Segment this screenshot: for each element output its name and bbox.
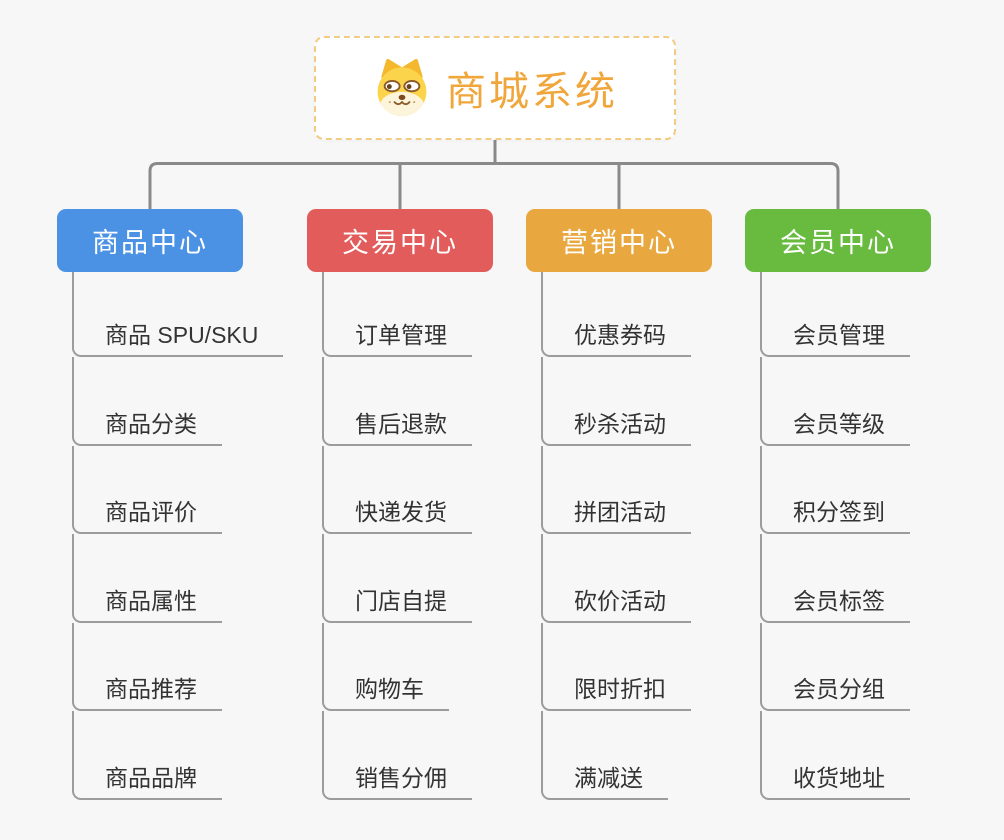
tree-item-label: 商品属性 [105, 587, 197, 614]
tree-item[interactable]: 会员等级 [760, 357, 910, 446]
branch-label: 商品中心 [92, 228, 208, 258]
tree-item[interactable]: 购物车 [322, 622, 449, 712]
tree-item-label: 购物车 [355, 676, 424, 703]
branch-member-center: 会员中心 会员管理 会员等级 积分签到 会员标签 会员分组 收货地址 [745, 209, 975, 800]
branch-product-center: 商品中心 商品 SPU/SKU 商品分类 商品评价 商品属性 商品推荐 商品品牌 [57, 209, 287, 800]
tree-item[interactable]: 商品推荐 [72, 622, 222, 712]
tree-item[interactable]: 商品 SPU/SKU [72, 272, 284, 357]
tree-item[interactable]: 会员分组 [760, 622, 910, 712]
branch-box-product[interactable]: 商品中心 [57, 209, 243, 272]
branch-item-list: 订单管理 售后退款 快递发货 门店自提 购物车 销售分佣 [322, 272, 537, 800]
tree-item[interactable]: 订单管理 [322, 272, 472, 357]
tree-item-label: 商品分类 [105, 410, 197, 437]
tree-item-label: 订单管理 [355, 322, 447, 348]
tree-item[interactable]: 会员标签 [760, 534, 910, 623]
tree-item[interactable]: 限时折扣 [541, 622, 691, 712]
branch-item-list: 优惠券码 秒杀活动 拼团活动 砍价活动 限时折扣 满减送 [541, 272, 756, 800]
tree-item-label: 砍价活动 [574, 587, 666, 614]
tree-item-label: 限时折扣 [574, 676, 666, 703]
tree-item[interactable]: 秒杀活动 [541, 357, 691, 446]
tree-item[interactable]: 门店自提 [322, 534, 472, 623]
tree-item[interactable]: 商品分类 [72, 357, 222, 446]
tree-item-label: 销售分佣 [355, 764, 447, 791]
tree-item[interactable]: 商品评价 [72, 445, 222, 535]
tree-item-label: 商品品牌 [105, 764, 197, 791]
branch-rail-line [148, 162, 840, 209]
root-node[interactable]: 商城系统 [314, 36, 676, 140]
tree-item[interactable]: 商品属性 [72, 534, 222, 623]
branch-item-list: 商品 SPU/SKU 商品分类 商品评价 商品属性 商品推荐 商品品牌 [72, 272, 287, 800]
tree-item[interactable]: 积分签到 [760, 445, 910, 535]
tree-item-label: 门店自提 [355, 587, 447, 614]
tree-item[interactable]: 商品品牌 [72, 711, 222, 800]
tree-item[interactable]: 砍价活动 [541, 534, 691, 623]
branch-label: 会员中心 [780, 228, 896, 258]
tree-item-label: 商品评价 [105, 499, 197, 526]
branch-label: 营销中心 [561, 228, 677, 258]
tree-item[interactable]: 销售分佣 [322, 711, 472, 800]
tree-item[interactable]: 优惠券码 [541, 272, 691, 357]
branch-label: 交易中心 [342, 228, 458, 258]
tree-item-label: 满减送 [574, 764, 643, 791]
tree-item[interactable]: 快递发货 [322, 445, 472, 535]
tree-item-label: 会员管理 [793, 322, 885, 348]
tree-item-label: 商品推荐 [105, 676, 197, 703]
tree-item[interactable]: 售后退款 [322, 357, 472, 446]
tree-item[interactable]: 会员管理 [760, 272, 910, 357]
branch-box-member[interactable]: 会员中心 [745, 209, 931, 272]
branch-box-trade[interactable]: 交易中心 [307, 209, 493, 272]
tree-item[interactable]: 收货地址 [760, 711, 910, 800]
tree-item-label: 积分签到 [793, 499, 885, 526]
tree-item-label: 拼团活动 [574, 499, 666, 526]
tree-item-label: 优惠券码 [574, 322, 666, 348]
tree-item-label: 会员分组 [793, 676, 885, 703]
root-title: 商城系统 [446, 70, 618, 114]
tree-item-label: 会员标签 [793, 587, 885, 614]
branch-trade-center: 交易中心 订单管理 售后退款 快递发货 门店自提 购物车 销售分佣 [307, 209, 537, 800]
tree-item-label: 会员等级 [793, 410, 885, 437]
tree-item-label: 秒杀活动 [574, 410, 666, 437]
tree-item[interactable]: 满减送 [541, 711, 668, 800]
tree-item-label: 快递发货 [355, 499, 447, 526]
branch-box-marketing[interactable]: 营销中心 [526, 209, 712, 272]
tree-item[interactable]: 拼团活动 [541, 445, 691, 535]
branch-item-list: 会员管理 会员等级 积分签到 会员标签 会员分组 收货地址 [760, 272, 975, 800]
branch-marketing-center: 营销中心 优惠券码 秒杀活动 拼团活动 砍价活动 限时折扣 满减送 [526, 209, 756, 800]
tree-item-label: 收货地址 [793, 764, 885, 791]
tree-item-label: 售后退款 [355, 410, 447, 437]
dog-face-icon [372, 58, 432, 118]
tree-item-label: 商品 SPU/SKU [105, 322, 259, 348]
